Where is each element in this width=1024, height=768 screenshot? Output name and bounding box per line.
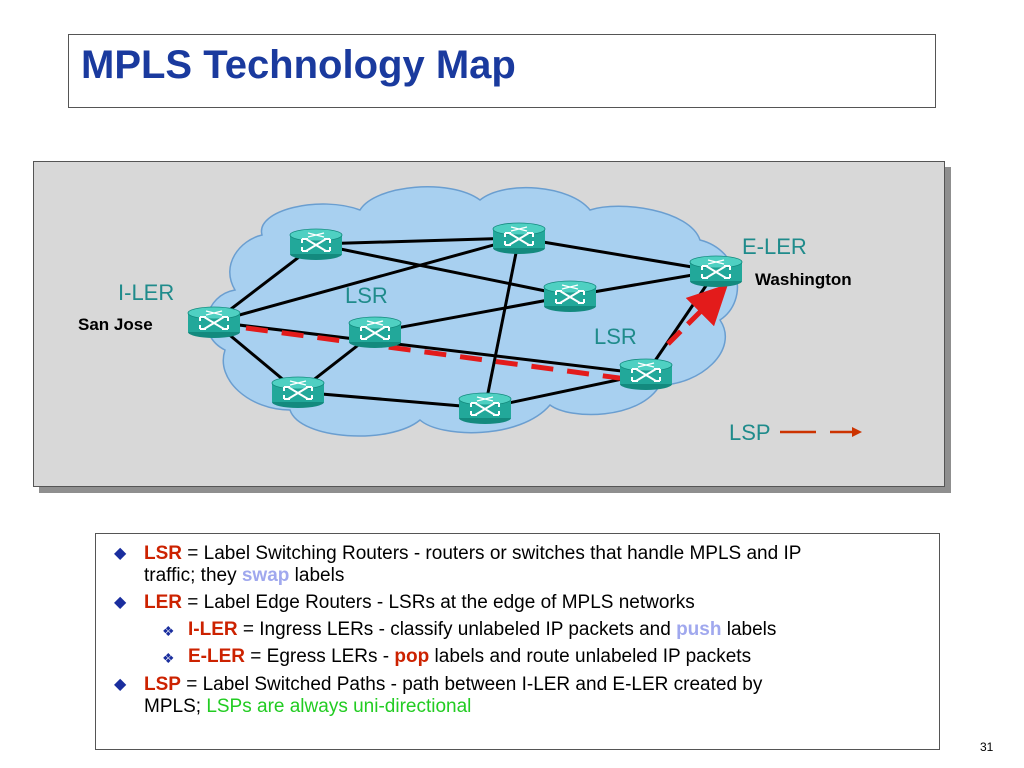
router-icon [492, 222, 546, 255]
router-icon [458, 392, 512, 425]
bullet-eler: ❖ E-LER = Egress LERs - pop labels and r… [162, 646, 928, 668]
definition-text: = Egress LERs - [245, 646, 395, 667]
definition-text: MPLS; [144, 696, 207, 717]
bullet-iler: ❖ I-LER = Ingress LERs - classify unlabe… [162, 619, 928, 641]
eler-label: E-LER [742, 234, 807, 259]
router-icon [271, 376, 325, 409]
definition-text: = Ingress LERs - classify unlabeled IP p… [237, 619, 677, 640]
definition-text: labels [721, 619, 777, 640]
link [315, 236, 520, 246]
term-lsr: LSR [144, 543, 182, 564]
lsr-label-2: LSR [594, 324, 637, 349]
san-jose-label: San Jose [78, 315, 153, 334]
sub-bullet-icon: ❖ [162, 623, 175, 639]
diamond-bullet-icon: ◆ [114, 594, 127, 611]
slide-title: MPLS Technology Map [81, 43, 516, 87]
term-iler: I-LER [188, 619, 238, 640]
iler-label: I-LER [118, 280, 174, 305]
link [213, 236, 520, 324]
lsp-legend-arrow [780, 427, 862, 437]
router-icon [348, 316, 402, 349]
highlight-push: push [676, 619, 722, 640]
lsp-legend-label: LSP [729, 420, 771, 445]
term-ler: LER [144, 592, 182, 613]
diamond-bullet-icon: ◆ [114, 676, 127, 693]
router-icon [689, 255, 743, 288]
definition-text: = Label Switching Routers - routers or s… [182, 543, 802, 564]
link [518, 236, 717, 273]
highlight-pop: pop [394, 646, 430, 667]
definition-text: labels and route unlabeled IP packets [429, 646, 752, 667]
link [483, 237, 521, 409]
link [297, 390, 486, 410]
router-icon [187, 306, 241, 339]
router-icon [619, 358, 673, 391]
term-lsp: LSP [144, 674, 181, 695]
router-icon [289, 228, 343, 261]
unidirectional-note: LSPs are always uni-directional [206, 696, 472, 717]
bullet-ler: ◆ LER = Label Edge Routers - LSRs at the… [114, 592, 934, 614]
title-box: MPLS Technology Map [68, 34, 936, 108]
definition-text: = Label Switched Paths - path between I-… [180, 674, 763, 695]
lsp-path [245, 283, 729, 383]
definitions-box: ◆ LSR = Label Switching Routers - router… [95, 533, 940, 750]
bullet-lsp: ◆ LSP = Label Switched Paths - path betw… [114, 674, 934, 718]
link [213, 320, 647, 376]
lsr-label-1: LSR [345, 283, 388, 308]
diamond-bullet-icon: ◆ [114, 545, 127, 562]
link [374, 294, 571, 334]
link [315, 242, 571, 298]
page-number: 31 [980, 740, 994, 754]
definition-text: = Label Edge Routers - LSRs at the edge … [182, 592, 695, 613]
definition-text: traffic; they [144, 565, 242, 586]
definition-text: labels [289, 565, 345, 586]
router-icon [543, 280, 597, 313]
term-eler: E-LER [188, 646, 245, 667]
sub-bullet-icon: ❖ [162, 650, 175, 666]
bullet-lsr: ◆ LSR = Label Switching Routers - router… [114, 543, 934, 587]
highlight-swap: swap [241, 565, 290, 586]
washington-label: Washington [755, 270, 852, 289]
